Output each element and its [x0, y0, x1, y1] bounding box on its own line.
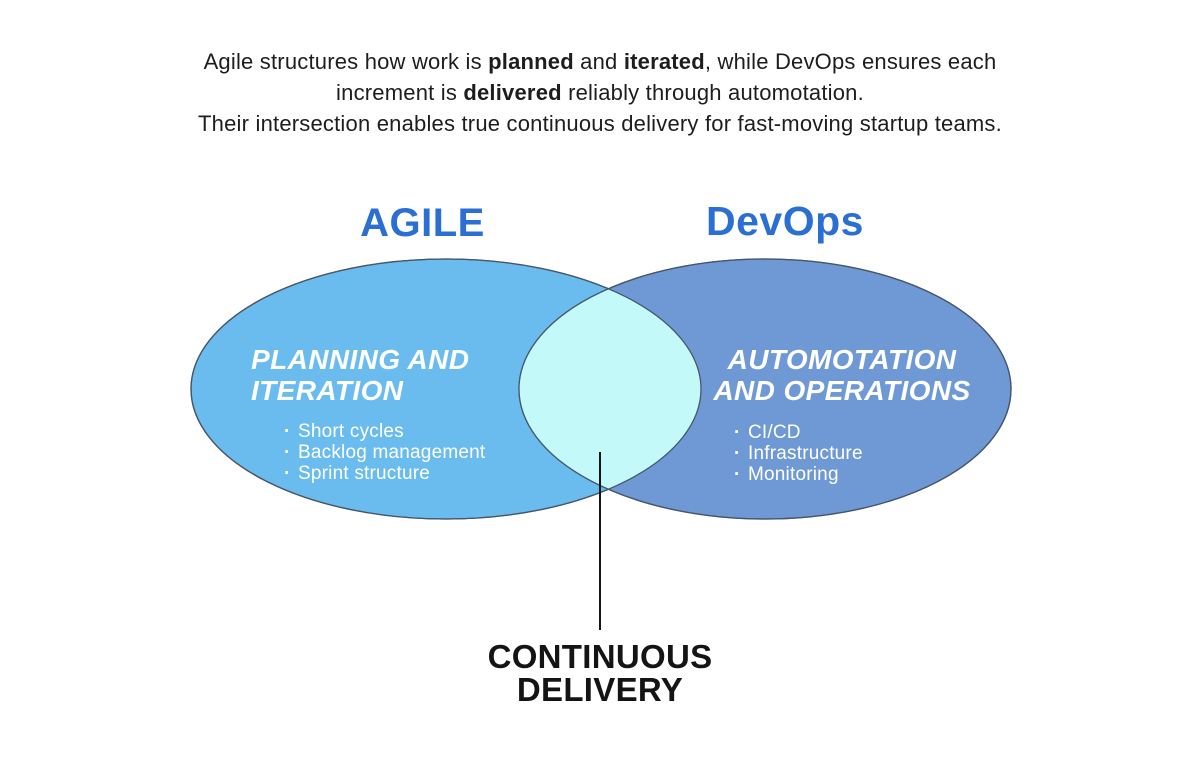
bullet-label: Monitoring: [748, 464, 839, 485]
bullet-label: Infrastructure: [748, 443, 863, 464]
bullet-dot-icon: ·: [734, 464, 741, 485]
agile-title: AGILE: [360, 201, 485, 245]
bullet-dot-icon: ·: [284, 421, 291, 442]
bullet-label: CI/CD: [748, 422, 801, 443]
devops-heading: AUTOMOTATION AND OPERATIONS: [713, 344, 971, 406]
bullet-label: Short cycles: [298, 421, 404, 442]
agile-ellipse-outline: [190, 258, 702, 520]
intro-line-3: Their intersection enables true continuo…: [198, 111, 1002, 136]
list-item: · CI/CD: [734, 422, 863, 443]
agile-heading: PLANNING AND ITERATION: [251, 344, 470, 406]
intro-line-1: Agile structures how work is planned and…: [203, 49, 997, 74]
list-item: · Sprint structure: [284, 463, 485, 484]
list-item: · Backlog management: [284, 442, 485, 463]
bullet-dot-icon: ·: [734, 422, 741, 443]
list-item: · Short cycles: [284, 421, 485, 442]
bullet-dot-icon: ·: [284, 463, 291, 484]
devops-bullet-list: · CI/CD · Infrastructure · Monitoring: [734, 422, 863, 485]
intro-text: Agile structures how work is planned and…: [0, 46, 1200, 139]
bullet-dot-icon: ·: [734, 443, 741, 464]
list-item: · Infrastructure: [734, 443, 863, 464]
continuous-delivery-label: CONTINUOUS DELIVERY: [487, 638, 713, 708]
bullet-dot-icon: ·: [284, 442, 291, 463]
intro-line-2: increment is delivered reliably through …: [336, 80, 864, 105]
intersection-shape: [519, 259, 701, 519]
bullet-label: Backlog management: [298, 442, 486, 463]
devops-title: DevOps: [706, 198, 864, 244]
bullet-label: Sprint structure: [298, 463, 431, 484]
devops-ellipse-outline: [518, 258, 1012, 520]
list-item: · Monitoring: [734, 464, 863, 485]
agile-bullet-list: · Short cycles · Backlog management · Sp…: [284, 421, 485, 484]
